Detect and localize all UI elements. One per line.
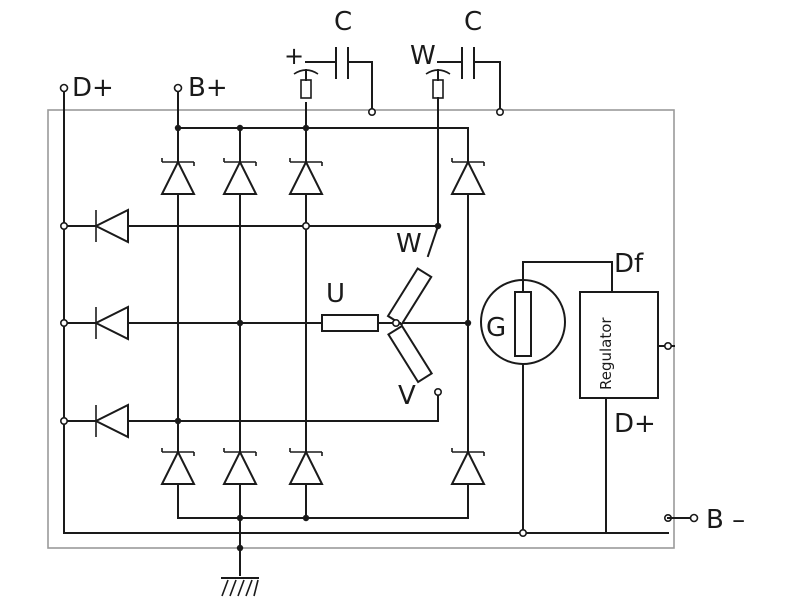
diode-lower-3 [289, 447, 323, 485]
terminal-b-plus [173, 83, 183, 93]
housing-frame [47, 109, 675, 549]
ground-icon [221, 577, 259, 597]
winding-w [386, 267, 433, 326]
diode-upper-1 [161, 157, 195, 195]
diode-lower-4 [451, 447, 485, 485]
label-df: Df [614, 249, 644, 279]
diode-exciter-2 [93, 305, 129, 341]
label-w-terminal: W [410, 41, 436, 71]
generator [480, 261, 566, 365]
label-b-plus: B+ [188, 73, 228, 103]
regulator-box [579, 291, 659, 399]
label-c-right: C [464, 7, 482, 37]
label-regulator: Regulator [597, 317, 615, 390]
label-winding-v: V [398, 381, 416, 411]
label-winding-w: W [396, 229, 422, 259]
diode-lower-1 [161, 447, 195, 485]
diode-exciter-3 [93, 403, 129, 439]
capacitor-left [293, 47, 373, 113]
terminal-b-minus [689, 513, 699, 523]
diode-exciter-1 [93, 208, 129, 244]
label-c-left: C [334, 7, 352, 37]
diode-upper-4 [451, 157, 485, 195]
terminal-d-plus [59, 83, 69, 93]
diode-lower-2 [223, 447, 257, 485]
label-winding-u: U [326, 279, 345, 309]
label-b-minus: B – [706, 505, 745, 535]
winding-u [321, 314, 379, 332]
diode-upper-3 [289, 157, 323, 195]
junction-dots [59, 108, 672, 552]
label-plus: + [284, 42, 304, 70]
diode-upper-2 [223, 157, 257, 195]
label-d-plus-regulator: D+ [614, 409, 656, 439]
label-generator: G [486, 313, 506, 343]
winding-v [387, 324, 434, 384]
capacitor-right [425, 47, 501, 113]
label-d-plus-top: D+ [72, 73, 114, 103]
